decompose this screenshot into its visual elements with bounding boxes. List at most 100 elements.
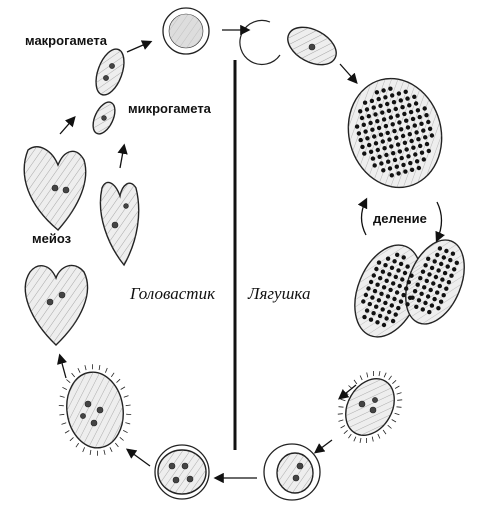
arrow-trophont-to-cyst bbox=[313, 439, 333, 454]
nucleus-dot bbox=[381, 88, 386, 93]
nucleus-dot bbox=[366, 114, 371, 119]
nucleus-dot bbox=[392, 128, 397, 134]
nucleus-dot bbox=[440, 277, 445, 282]
nucleus-dot bbox=[419, 291, 424, 296]
nucleus-dot bbox=[436, 268, 441, 273]
nucleus-dot bbox=[409, 167, 415, 172]
nucleus-dot bbox=[414, 304, 419, 309]
nucleus-dot bbox=[382, 146, 387, 151]
nucleus-dot bbox=[396, 268, 401, 273]
nucleus-dot bbox=[423, 263, 428, 268]
nucleus-dot bbox=[384, 152, 389, 158]
nucleus-dot bbox=[401, 255, 406, 260]
nucleus-dot bbox=[420, 307, 425, 312]
nucleus-dot bbox=[397, 149, 403, 154]
nucleus-dot bbox=[378, 132, 384, 137]
nucleus-dot bbox=[379, 291, 384, 296]
nucleus-dot bbox=[449, 273, 454, 278]
nucleus-dot bbox=[354, 124, 360, 129]
meiosis-label: мейоз bbox=[32, 231, 72, 246]
nucleus-dot bbox=[444, 286, 449, 291]
nucleus-dot bbox=[407, 103, 412, 108]
nucleus-dot bbox=[454, 260, 459, 265]
nucleus-dot bbox=[380, 269, 386, 274]
cycle-arrows bbox=[57, 24, 358, 484]
nucleus-dot bbox=[412, 123, 417, 128]
nucleus-dot bbox=[396, 171, 401, 176]
nucleus-dot bbox=[429, 303, 435, 308]
nucleus-dot bbox=[398, 261, 404, 267]
nucleus-dot bbox=[398, 98, 403, 103]
nucleus-dot bbox=[403, 169, 408, 174]
nucleus-dot bbox=[391, 100, 397, 105]
nucleus-dot bbox=[406, 154, 411, 159]
nucleus-dot bbox=[441, 255, 446, 260]
nucleus-dot bbox=[416, 165, 422, 171]
nucleus-dot bbox=[397, 283, 402, 289]
nucleus-dot bbox=[408, 160, 413, 166]
nucleus-dot bbox=[421, 157, 426, 162]
nucleus-dot bbox=[359, 115, 365, 121]
nucleus-dot bbox=[393, 312, 398, 317]
nucleus-dot bbox=[412, 94, 417, 100]
nucleus-dot bbox=[387, 272, 392, 277]
nucleus-dot bbox=[386, 159, 391, 164]
nucleus-dot bbox=[377, 154, 382, 159]
nucleus-dot bbox=[381, 322, 387, 328]
nucleus-dot bbox=[389, 303, 394, 308]
nucleus-dot bbox=[391, 151, 396, 156]
nucleus-dot bbox=[368, 120, 373, 126]
nucleus-dot bbox=[433, 274, 439, 280]
nucleus-dot bbox=[408, 109, 414, 115]
nucleus-dot bbox=[427, 309, 432, 315]
nucleus-dot bbox=[417, 114, 422, 120]
nucleus-dot bbox=[358, 137, 363, 143]
nucleus-dot bbox=[399, 155, 404, 161]
nucleus-dot bbox=[402, 140, 408, 145]
division-arrow-back bbox=[357, 197, 368, 236]
nucleus-dot bbox=[378, 276, 383, 281]
nucleus-dot bbox=[395, 113, 400, 118]
nucleus-dot bbox=[366, 286, 371, 291]
cyst-bottom-left bbox=[154, 444, 210, 500]
nucleus-dot bbox=[380, 110, 385, 115]
nucleus-dot bbox=[416, 298, 422, 303]
nucleus-dot bbox=[409, 138, 414, 144]
nucleus-dot bbox=[414, 130, 419, 135]
nucleus-dot bbox=[452, 267, 457, 272]
nucleus-dot bbox=[370, 295, 375, 300]
nucleus-dot bbox=[385, 130, 390, 136]
nucleus-dot bbox=[404, 286, 409, 291]
nucleus-dot bbox=[394, 135, 399, 140]
arrow-to-trophont bbox=[337, 384, 357, 400]
nucleus-dot bbox=[383, 123, 389, 129]
arrow-dividing-to-microgamete bbox=[117, 143, 128, 169]
nucleus-dot bbox=[385, 256, 391, 261]
nucleus-dot bbox=[389, 173, 394, 178]
arrow-trophont-to-heart bbox=[57, 353, 68, 379]
tadpole-label: Головастик bbox=[129, 284, 216, 303]
nucleus-dot bbox=[374, 266, 379, 272]
nucleus-dot bbox=[378, 103, 383, 109]
nucleus-dot bbox=[405, 302, 410, 307]
nucleus-dot bbox=[450, 251, 456, 256]
nucleus-dot bbox=[413, 101, 419, 106]
nucleus-dot bbox=[435, 290, 440, 295]
nucleus-dot bbox=[376, 125, 382, 131]
nucleus-dot bbox=[375, 147, 380, 153]
nucleus-dot bbox=[397, 120, 402, 125]
nucleus-dot bbox=[427, 126, 433, 131]
nucleus-dot bbox=[395, 252, 400, 257]
nucleus-dot bbox=[412, 289, 418, 294]
nucleus-dot bbox=[441, 293, 446, 298]
trophont-cell-left bbox=[58, 364, 132, 456]
arrow-cyst-to-trophont bbox=[125, 448, 151, 467]
nucleus-dot bbox=[424, 278, 429, 284]
multinucleate-cell bbox=[347, 77, 443, 189]
nucleus-dot bbox=[361, 299, 366, 304]
nucleus-dot bbox=[371, 311, 376, 316]
nucleus-dot bbox=[389, 265, 395, 270]
nucleus-dot bbox=[388, 287, 393, 293]
nucleus-dot bbox=[367, 142, 372, 148]
